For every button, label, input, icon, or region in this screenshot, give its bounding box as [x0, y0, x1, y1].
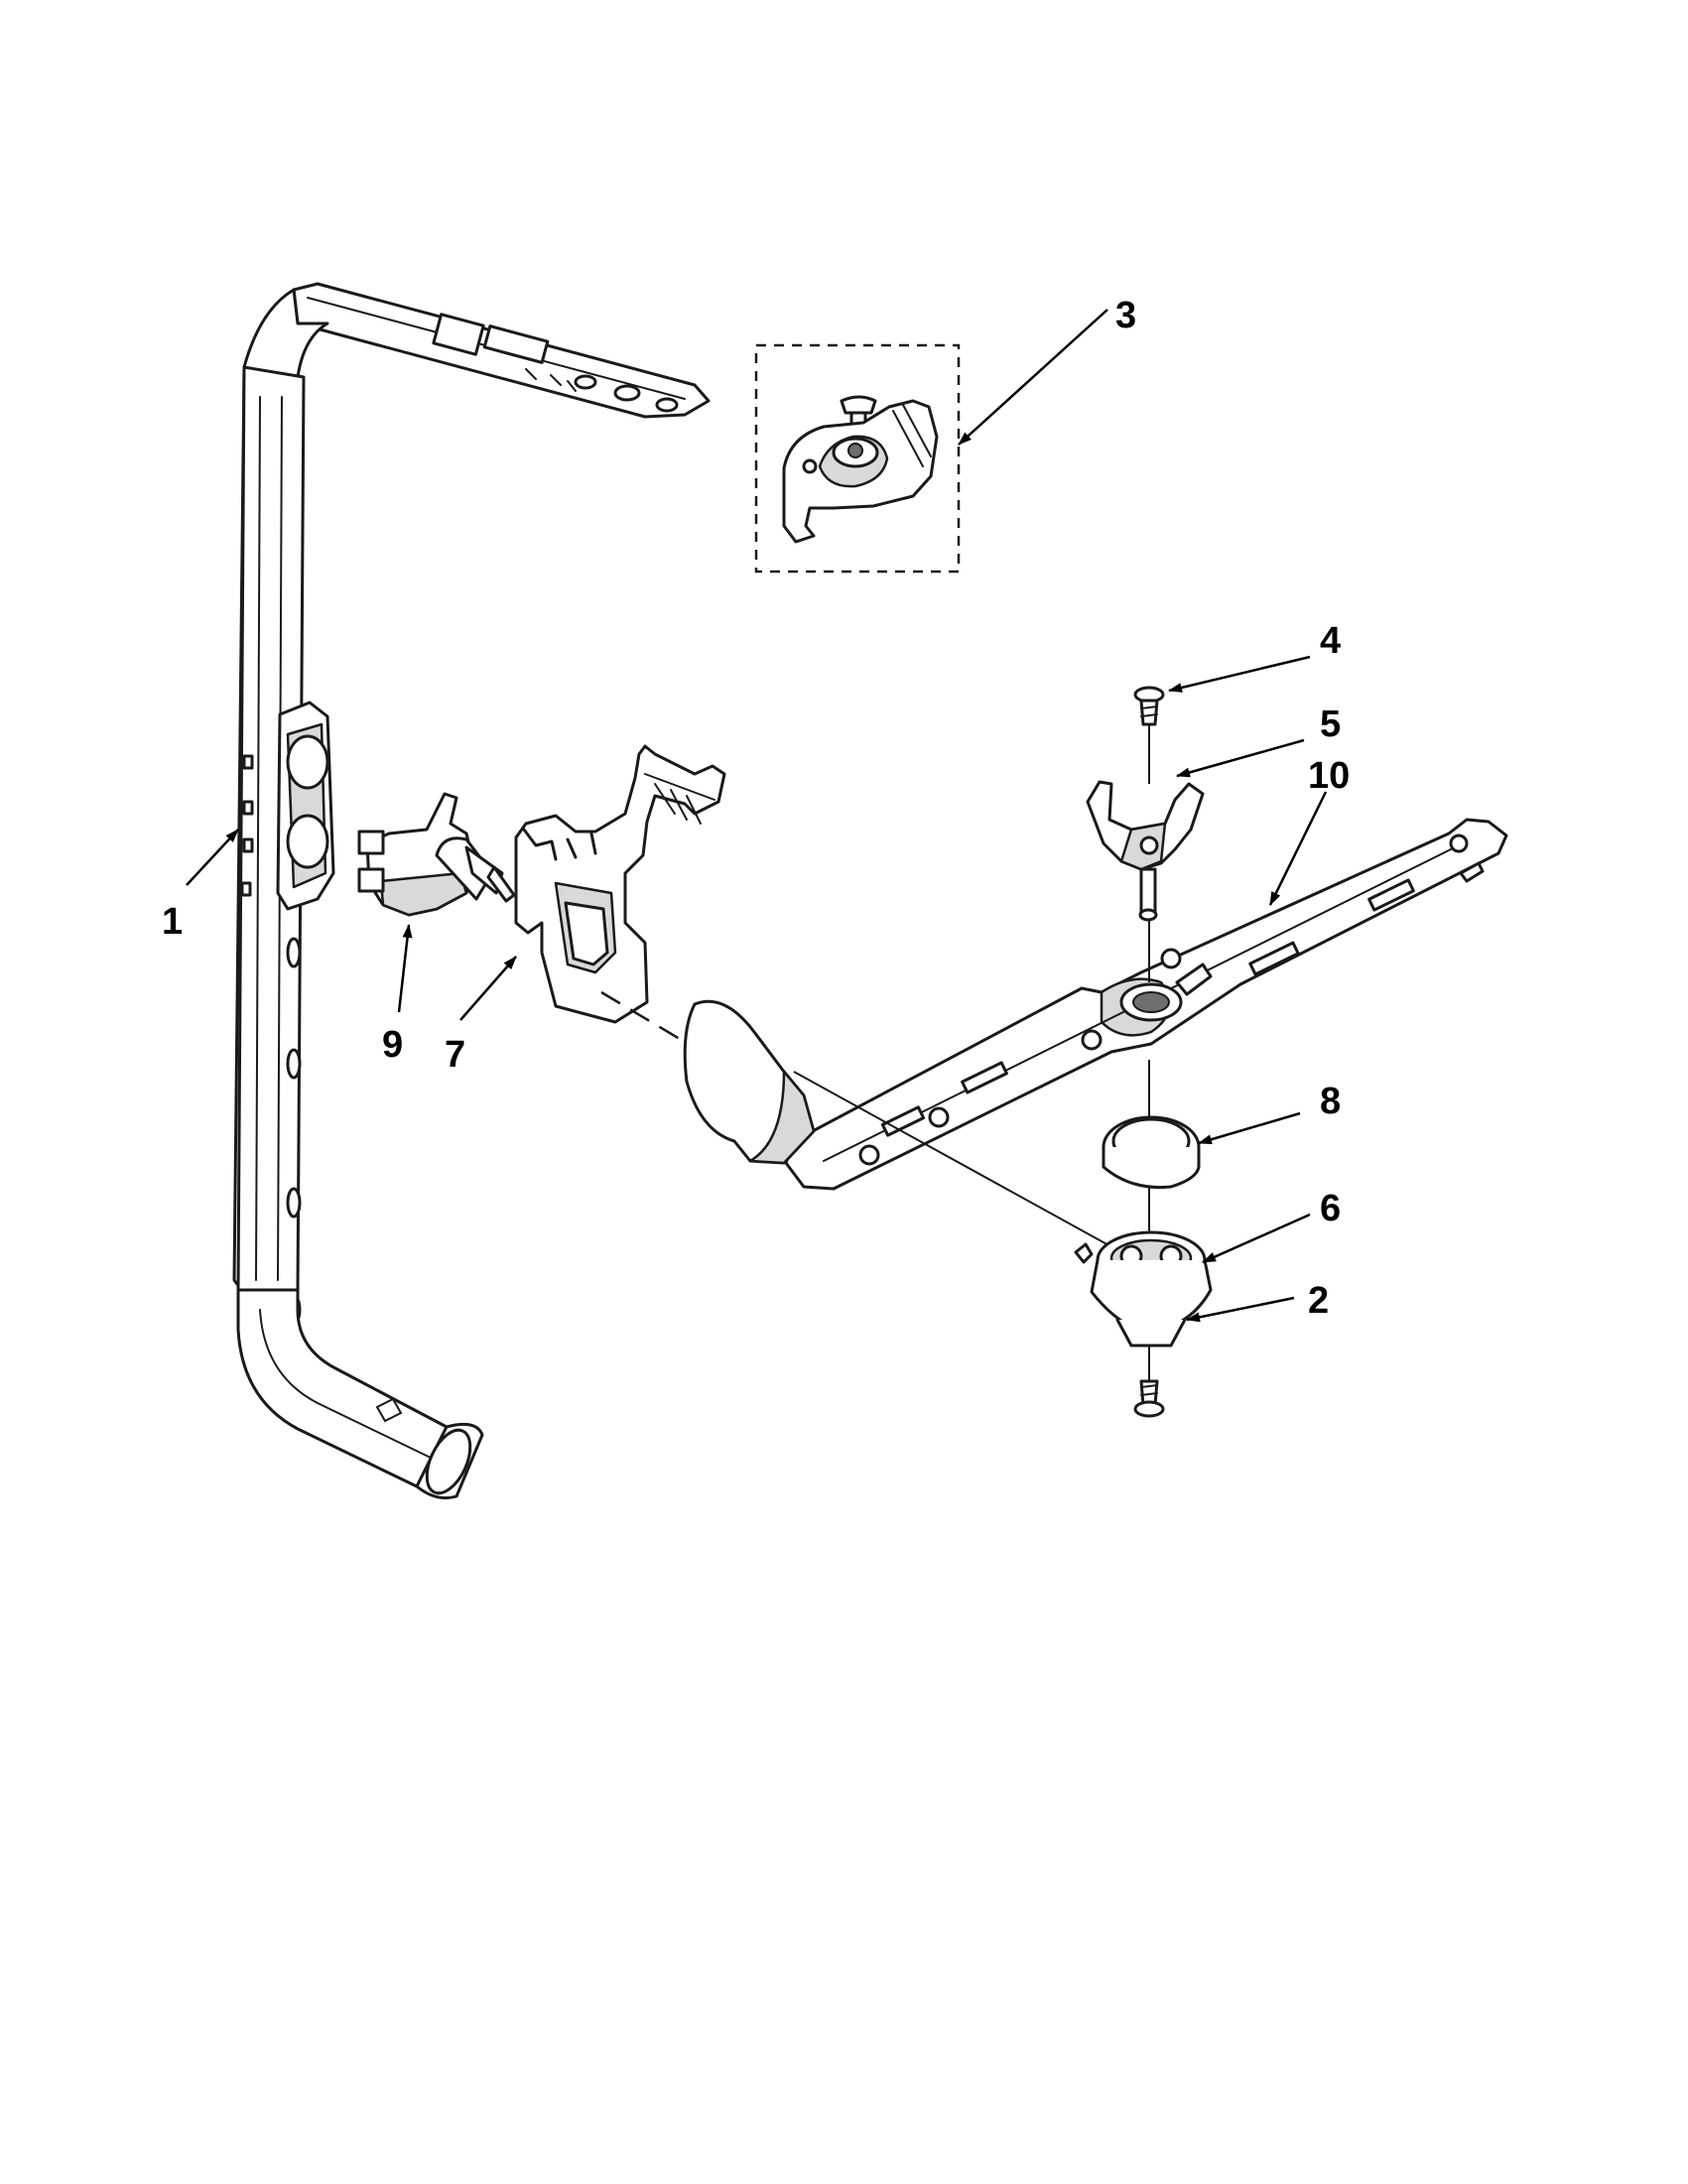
assembly-centerline	[600, 990, 686, 1044]
callout-10: 10	[1308, 755, 1350, 797]
callout-9: 9	[382, 1024, 403, 1066]
callout-6: 6	[1320, 1188, 1341, 1229]
callout-1: 1	[162, 901, 183, 943]
part-3-clip-assembly	[754, 343, 961, 574]
part-7-mounting-bracket	[514, 744, 726, 1024]
callout-labels: 1 2 3 4 5 6 7 8 9 10	[162, 295, 1350, 1322]
spray-manifold-axis	[793, 1071, 1122, 1253]
callout-8: 8	[1320, 1081, 1341, 1122]
part-10-spray-arm	[784, 818, 1508, 1191]
callout-2: 2	[1308, 1280, 1329, 1322]
part-2-screw	[1133, 1379, 1165, 1418]
callout-3: 3	[1115, 295, 1136, 336]
part-1-supply-tube	[232, 282, 711, 1500]
spray-manifold-cone	[683, 999, 816, 1165]
callout-7: 7	[445, 1034, 465, 1076]
callout-4: 4	[1320, 620, 1341, 662]
part-6-bearing-mount	[1074, 1230, 1213, 1389]
part-4-screw	[1133, 686, 1165, 784]
callout-leaders	[186, 309, 1328, 1323]
callout-5: 5	[1320, 704, 1341, 745]
part-8-ring	[1102, 1060, 1201, 1234]
part-9-outlet-hub	[357, 792, 516, 917]
part-5-retainer-clip	[1086, 780, 1205, 982]
